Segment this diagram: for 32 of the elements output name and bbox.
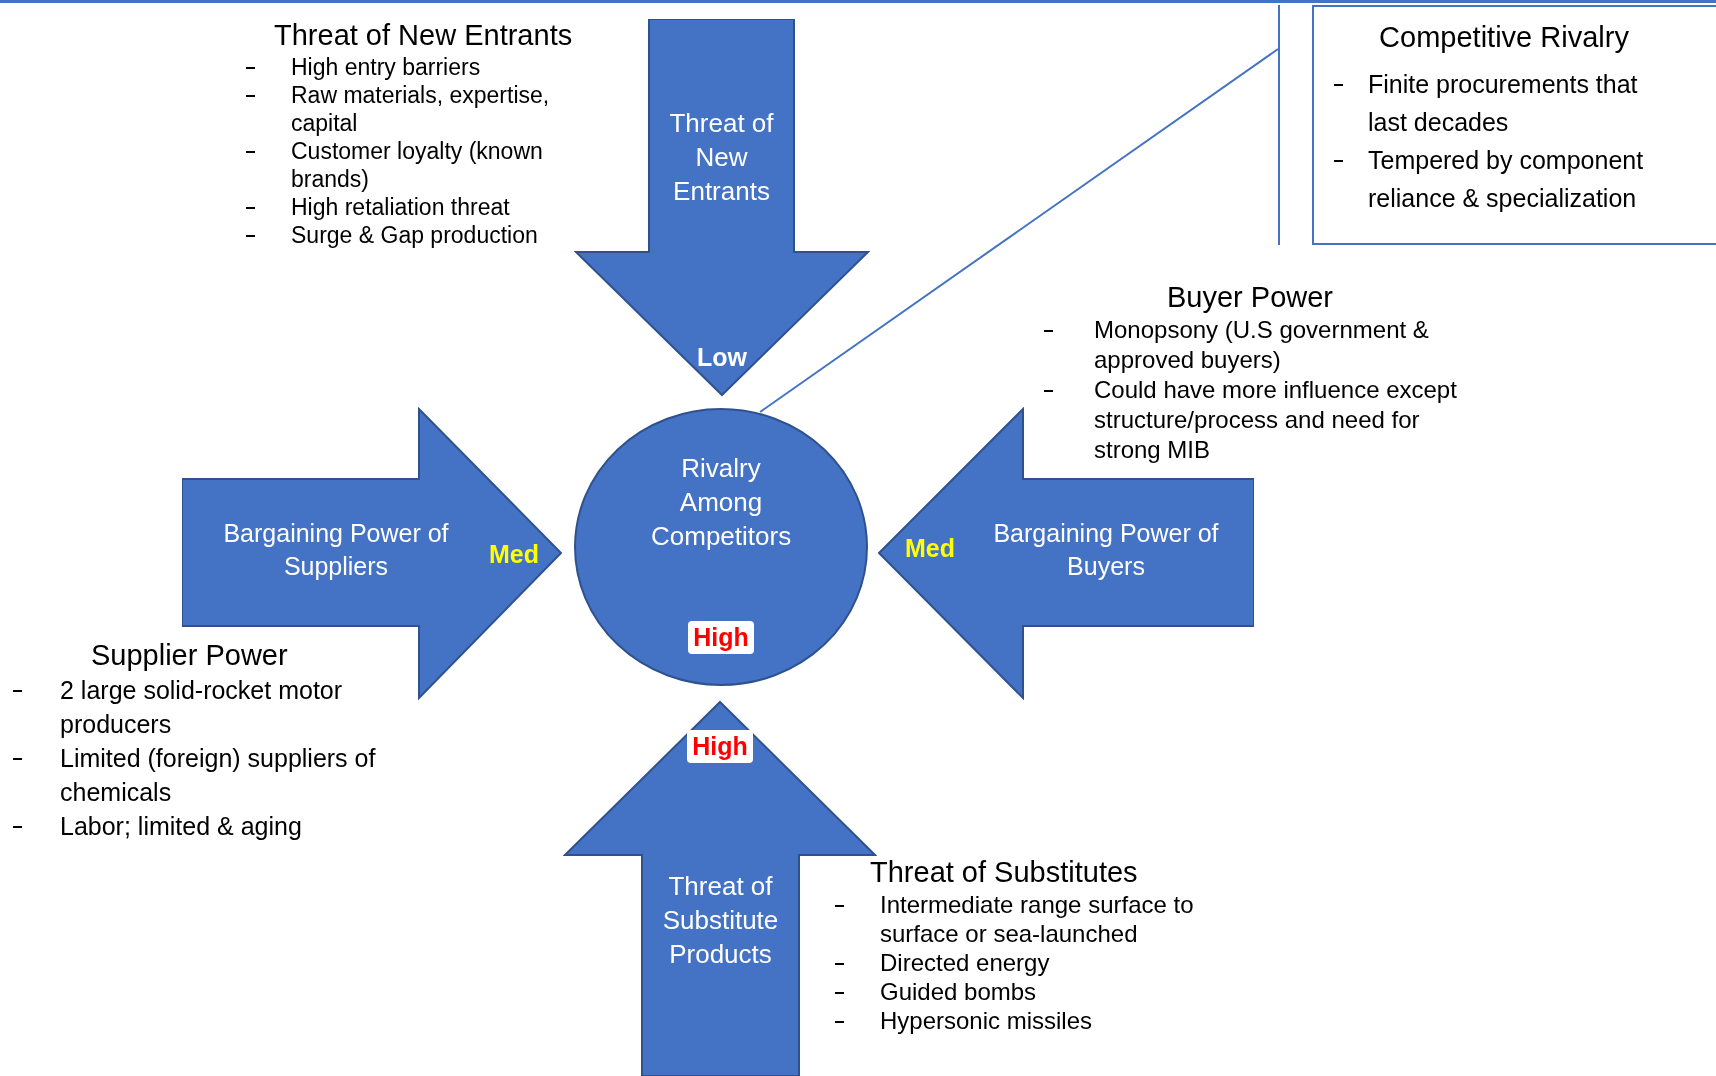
- rating-label: High: [687, 730, 753, 763]
- arrow-label: Threat of Substitute Products: [661, 870, 780, 971]
- bullet-text: Raw materials, expertise, capital: [291, 82, 550, 136]
- bullet-text: High retaliation threat: [291, 194, 510, 220]
- leader-line: [759, 48, 1279, 413]
- bullet-text: Tempered by component reliance & specialization: [1368, 146, 1644, 212]
- section-heading: Supplier Power: [91, 638, 289, 673]
- bullet-text: Intermediate range surface to surface or sea-launched: [880, 891, 1194, 947]
- section-heading: Threat of Substitutes: [870, 855, 1139, 890]
- bullet-text: 2 large solid-rocket motor producers: [60, 676, 343, 738]
- rating-label: High: [688, 621, 754, 654]
- arrow-label: Bargaining Power of Buyers: [992, 518, 1220, 582]
- bullet-text: High entry barriers: [291, 54, 481, 80]
- arrow-label: Threat of New Entrants: [668, 107, 775, 208]
- bullet-text: Finite procurements that last decades: [1368, 70, 1638, 136]
- section-heading: Buyer Power: [1167, 280, 1334, 315]
- bullet-text: Surge & Gap production: [291, 222, 538, 248]
- bullet-text: Could have more influence except structure/process and need for strong MIB: [1094, 376, 1457, 463]
- bullet-text: Labor; limited & aging: [60, 812, 302, 840]
- bullet-text: Customer loyalty (known brands): [291, 138, 543, 192]
- circle-label: Rivalry Among Competitors: [651, 452, 791, 553]
- section-heading: Threat of New Entrants: [274, 18, 574, 53]
- rating-label: Low: [696, 342, 748, 373]
- bullet-text: Directed energy: [880, 949, 1050, 976]
- bullet-text: Monopsony (U.S government & approved buyers): [1094, 316, 1429, 373]
- rating-label: Med: [488, 539, 540, 570]
- bullet-text: Limited (foreign) suppliers of chemicals: [60, 744, 376, 806]
- bullet-text: Guided bombs: [880, 978, 1037, 1005]
- bullet-text: Hypersonic missiles: [880, 1007, 1093, 1034]
- arrow-label: Bargaining Power of Suppliers: [222, 518, 450, 582]
- section-heading: Competitive Rivalry: [1378, 21, 1630, 54]
- rating-label: Med: [904, 533, 956, 564]
